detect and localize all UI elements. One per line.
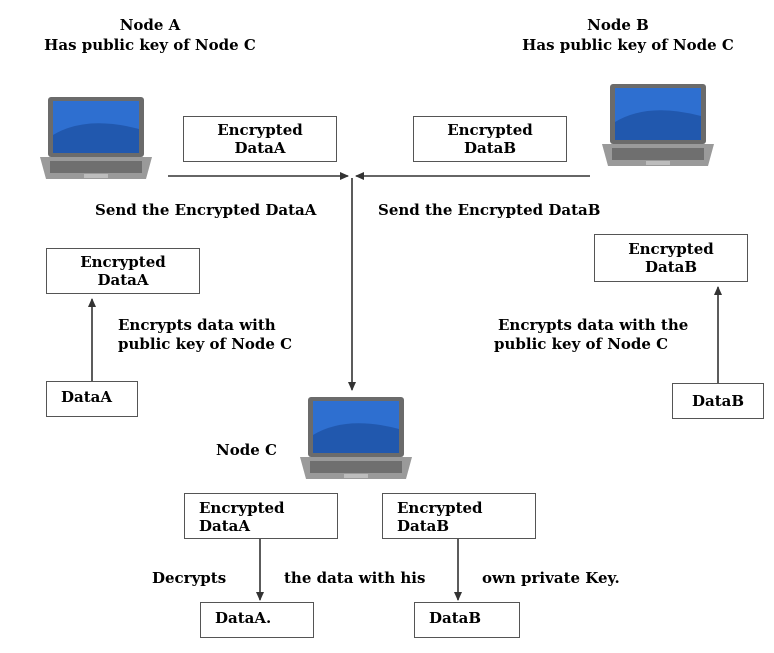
- box-line: Encrypted: [397, 499, 483, 517]
- c-encrypted-datab-box: Encrypted DataB: [382, 493, 536, 539]
- node-c-title: Node C: [216, 441, 277, 459]
- top-encrypted-dataa-box: Encrypted DataA: [183, 116, 337, 162]
- box-line: DataA.: [215, 609, 272, 627]
- box-line: DataA: [234, 139, 286, 157]
- box-line: Encrypted: [447, 121, 533, 139]
- encrypt-b-label-2: public key of Node C: [494, 335, 669, 353]
- box-line: Encrypted: [628, 240, 714, 258]
- send-dataa-label: Send the Encrypted DataA: [95, 201, 317, 219]
- box-line: DataB: [429, 609, 482, 627]
- c-output-dataa-box: DataA.: [200, 602, 314, 638]
- send-datab-label: Send the Encrypted DataB: [378, 201, 601, 219]
- right-encrypted-datab-box: Encrypted DataB: [594, 234, 748, 282]
- left-encrypted-dataa-box: Encrypted DataA: [46, 248, 200, 294]
- box-line: DataA: [199, 517, 251, 535]
- left-dataa-box: DataA: [46, 381, 138, 417]
- encrypt-a-label-1: Encrypts data with: [118, 316, 276, 334]
- box-line: DataB: [644, 258, 698, 276]
- laptop-node-b-icon: [602, 84, 714, 166]
- box-line: DataB: [691, 392, 745, 410]
- box-line: Encrypted: [199, 499, 285, 517]
- top-encrypted-datab-box: Encrypted DataB: [413, 116, 567, 162]
- node-b-title: Node B: [587, 16, 649, 34]
- node-a-title: Node A: [119, 16, 181, 34]
- box-line: DataB: [463, 139, 517, 157]
- c-encrypted-dataa-box: Encrypted DataA: [184, 493, 338, 539]
- decrypt-label-1: Decrypts: [152, 569, 227, 587]
- box-line: DataA: [97, 271, 149, 289]
- encrypt-b-label-1: Encrypts data with the: [498, 316, 689, 334]
- box-line: Encrypted: [80, 253, 166, 271]
- box-line: DataB: [397, 517, 450, 535]
- decrypt-label-3: own private Key.: [482, 569, 620, 587]
- right-datab-box: DataB: [672, 383, 764, 419]
- node-b-subtitle: Has public key of Node C: [522, 36, 734, 54]
- node-a-subtitle: Has public key of Node C: [44, 36, 256, 54]
- c-output-datab-box: DataB: [414, 602, 520, 638]
- decrypt-label-2: the data with his: [284, 569, 426, 587]
- encrypt-a-label-2: public key of Node C: [118, 335, 293, 353]
- laptop-node-a-icon: [40, 97, 152, 179]
- laptop-node-c-icon: [300, 397, 412, 479]
- box-line: DataA: [61, 388, 113, 406]
- box-line: Encrypted: [217, 121, 303, 139]
